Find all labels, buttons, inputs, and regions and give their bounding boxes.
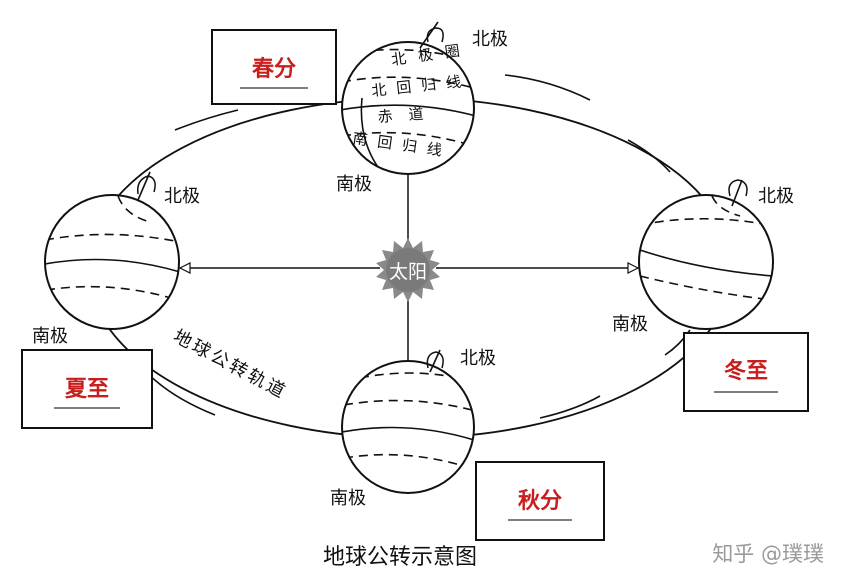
diagram-caption: 地球公转示意图: [323, 545, 477, 570]
season-label-winter: 冬至: [724, 358, 768, 384]
sun-label: 太阳: [389, 261, 427, 283]
south-pole-label-left: 南极: [32, 326, 68, 347]
south-pole-label-right: 南极: [612, 314, 648, 335]
season-label-summer: 夏至: [65, 377, 109, 402]
north-pole-label-top: 北极: [472, 29, 508, 50]
ray-arrow-right: [627, 262, 640, 274]
season-box-winter: 冬至: [683, 332, 809, 412]
sun: 太阳: [376, 238, 440, 302]
earth-autumn-equinox: 北极 南极: [330, 348, 496, 509]
equator-label: 赤道: [377, 104, 440, 126]
season-box-autumn: 秋分: [475, 461, 605, 541]
sun-rays: [180, 175, 638, 360]
north-pole-label-right: 北极: [758, 186, 794, 207]
watermark: 知乎 @璞璞: [712, 542, 824, 566]
south-pole-label-bottom: 南极: [330, 488, 366, 509]
season-box-spring: 春分: [211, 29, 337, 105]
earth-winter-solstice: 北极 南极: [612, 179, 794, 335]
north-pole-label-left: 北极: [164, 186, 200, 207]
south-pole-label-top: 南极: [336, 174, 372, 195]
season-label-spring: 春分: [252, 57, 296, 82]
earth-summer-solstice: 北极 南极: [32, 171, 200, 347]
season-label-autumn: 秋分: [518, 489, 562, 514]
ray-arrow-left: [178, 262, 191, 274]
season-box-summer: 夏至: [21, 349, 153, 429]
earth-spring-equinox: 北极圈 北回归线 赤道 南回归线 北极 南极: [336, 21, 508, 195]
sun-disk: [386, 248, 430, 292]
north-pole-label-bottom: 北极: [460, 348, 496, 369]
